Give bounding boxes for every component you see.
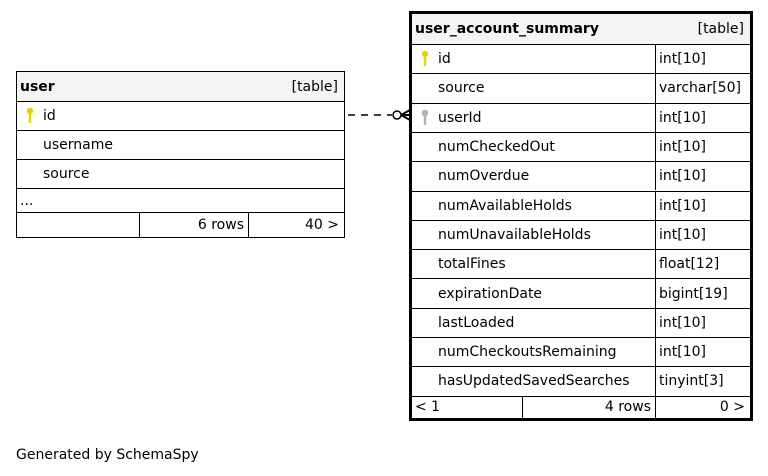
column-name: source — [438, 80, 485, 97]
table-type-label: [table] — [291, 78, 338, 95]
column-type: int[10] — [655, 308, 750, 337]
footer-row-count: 4 rows — [522, 396, 655, 418]
column-type: varchar[50] — [655, 74, 750, 103]
more-columns-row[interactable]: ... — [17, 188, 344, 212]
column-row[interactable]: numCheckoutsRemaining int[10] — [412, 337, 750, 367]
primary-key-icon — [26, 107, 34, 123]
column-row[interactable]: numCheckedOut int[10] — [412, 131, 750, 162]
footer-prev[interactable]: < 1 — [415, 399, 441, 416]
column-type: int[10] — [655, 132, 750, 162]
column-type: int[10] — [655, 220, 750, 250]
primary-key-icon — [421, 50, 429, 67]
column-name: numOverdue — [438, 168, 530, 185]
zero-many-circle — [392, 110, 402, 120]
column-row[interactable]: numAvailableHolds int[10] — [412, 190, 750, 220]
column-name: source — [43, 166, 90, 182]
column-type: int[10] — [655, 162, 750, 191]
column-name: totalFines — [438, 256, 506, 273]
table-header[interactable]: user [table] — [17, 72, 344, 101]
column-type: int[10] — [655, 191, 750, 220]
column-name: id — [438, 51, 451, 68]
column-type: int[10] — [655, 45, 750, 74]
ellipsis: ... — [20, 192, 34, 209]
column-row[interactable]: expirationDate bigint[19] — [412, 278, 750, 308]
generated-by-text: Generated by SchemaSpy — [16, 447, 199, 463]
column-row[interactable]: id int[10] — [412, 44, 750, 74]
table-name[interactable]: user_account_summary — [415, 21, 599, 37]
column-row[interactable]: totalFines float[12] — [412, 249, 750, 279]
column-row[interactable]: lastLoaded int[10] — [412, 307, 750, 337]
column-name: hasUpdatedSavedSearches — [438, 373, 630, 390]
column-name: username — [43, 137, 113, 153]
column-name: numAvailableHolds — [438, 197, 572, 214]
column-name: lastLoaded — [438, 314, 515, 331]
column-row[interactable]: source — [17, 159, 344, 188]
table-header[interactable]: user_account_summary [table] — [412, 14, 750, 44]
column-row[interactable]: hasUpdatedSavedSearches tinyint[3] — [412, 366, 750, 396]
column-name: id — [43, 108, 56, 124]
column-row[interactable]: numOverdue int[10] — [412, 161, 750, 191]
column-row[interactable]: userId int[10] — [412, 102, 750, 132]
column-name: numCheckedOut — [438, 139, 555, 156]
column-row[interactable]: username — [17, 130, 344, 159]
column-name: numCheckoutsRemaining — [438, 344, 617, 361]
column-name: numUnavailableHolds — [438, 226, 591, 243]
column-type: int[10] — [655, 338, 750, 367]
column-type: tinyint[3] — [655, 367, 750, 396]
column-name: expirationDate — [438, 285, 543, 302]
table-name[interactable]: user — [20, 78, 55, 95]
table-type-label: [table] — [697, 21, 744, 37]
column-type: float[12] — [655, 250, 750, 279]
footer-next[interactable]: 0 > — [655, 396, 750, 418]
foreign-key-icon — [421, 109, 429, 125]
column-row[interactable]: numUnavailableHolds int[10] — [412, 219, 750, 250]
footer-next[interactable]: 40 > — [248, 213, 344, 237]
crows-foot — [400, 109, 411, 121]
column-row[interactable]: source varchar[50] — [412, 73, 750, 103]
column-type: bigint[19] — [655, 279, 750, 308]
column-type: int[10] — [655, 103, 750, 132]
column-row[interactable]: id — [17, 101, 344, 130]
footer-row-count: 6 rows — [139, 213, 248, 237]
column-name: userId — [438, 109, 482, 126]
